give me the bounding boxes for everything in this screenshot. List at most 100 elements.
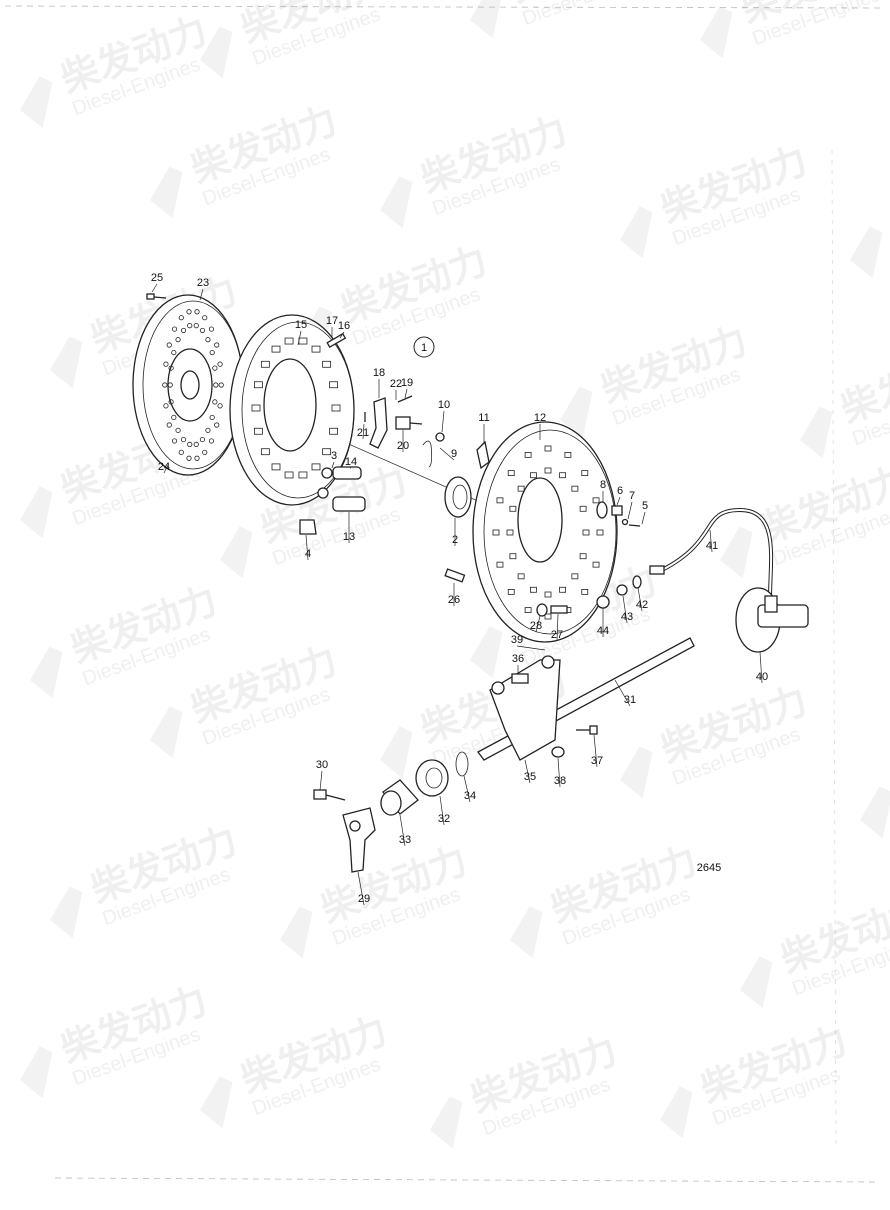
leader-line-3: [331, 461, 335, 469]
part-label-25: 25: [151, 272, 163, 284]
washer-38: [551, 746, 565, 758]
slave-unit-40: [735, 587, 809, 653]
sleeve-33: [380, 779, 419, 816]
part-label-23: 23: [197, 277, 209, 289]
washer-42: [632, 575, 642, 589]
part-label-34: 34: [464, 790, 476, 802]
leader-line-23: [199, 288, 204, 301]
spring-clip-9: [422, 440, 433, 468]
leader-line-43: [622, 595, 628, 624]
leader-line-19: [404, 388, 408, 399]
part-label-30: 30: [316, 759, 328, 771]
leader-line-6: [616, 496, 621, 506]
part-label-18: 18: [373, 367, 385, 379]
part-label-10: 10: [438, 399, 450, 411]
leader-line-5: [641, 511, 646, 525]
part-label-20: 20: [397, 440, 409, 452]
part-label-19: 19: [401, 377, 413, 389]
leader-line-32: [439, 795, 445, 826]
cable-end: [649, 565, 665, 575]
leader-line-24: [163, 464, 169, 474]
part-label-32: 32: [438, 813, 450, 825]
part-label-26: 26: [448, 594, 460, 606]
pin-19: [397, 395, 413, 403]
release-ring: [444, 476, 472, 518]
sheet-border-top: [4, 5, 886, 9]
svg-text:Diesel-Engines: Diesel-Engines: [519, 0, 653, 30]
bolt-30: [313, 789, 327, 800]
part-label-27: 27: [551, 629, 563, 641]
sheet-border-right: [831, 149, 837, 1151]
part-label-7: 7: [629, 490, 635, 502]
assembly-callout-circle: [413, 336, 435, 358]
leader-line-25: [151, 283, 158, 293]
nut-43: [616, 584, 628, 596]
release-lever-18: [369, 397, 388, 449]
part-label-42: 42: [636, 599, 648, 611]
leader-line-15: [297, 330, 302, 346]
cable-41: [661, 507, 774, 599]
bracket-11: [476, 440, 490, 470]
part-label-41: 41: [706, 540, 718, 552]
part-label-22: 22: [390, 378, 402, 390]
watermark-layer: 柴发动力Diesel-Engines柴发动力Diesel-Engines柴发动力…: [20, 0, 890, 1149]
leader-line-4: [305, 534, 309, 561]
part-label-29: 29: [358, 893, 370, 905]
pin-36: [511, 673, 529, 684]
part-label-5: 5: [642, 500, 648, 512]
part-label-39: 39: [511, 634, 523, 646]
part-label-3: 3: [331, 450, 337, 462]
washer-7: [621, 518, 629, 526]
bracket-35: [489, 659, 561, 761]
cover-plate: [472, 421, 618, 643]
leader-line-40: [759, 651, 763, 684]
leader-line-27: [556, 613, 559, 642]
springs: [317, 466, 366, 512]
leader-line-42: [637, 587, 643, 612]
bearing-32: [415, 759, 449, 797]
leader-line-37: [593, 734, 598, 768]
leader-line-7: [627, 501, 633, 520]
svg-text:柴发动力: 柴发动力: [885, 158, 890, 251]
leader-line-29: [357, 871, 365, 906]
part-label-36: 36: [512, 653, 524, 665]
washer-8: [596, 501, 608, 519]
leader-lines: [151, 283, 763, 906]
leader-line-39: [516, 645, 546, 651]
sheet-border-bottom: [54, 1177, 881, 1183]
part-label-13: 13: [343, 531, 355, 543]
part-label-14: 14: [345, 456, 357, 468]
part-label-4: 4: [305, 548, 311, 560]
part-label-21: 21: [357, 427, 369, 439]
washer-28: [536, 603, 548, 617]
part-label-40: 40: [756, 671, 768, 683]
part-label-31: 31: [624, 694, 636, 706]
bolt-25: [146, 293, 167, 300]
pressure-plate: [229, 314, 355, 506]
bolt-27: [550, 605, 568, 614]
pin-26: [444, 568, 466, 583]
part-label-8: 8: [600, 479, 606, 491]
part-label-16: 16: [338, 320, 350, 332]
part-label-15: 15: [295, 319, 307, 331]
leader-line-35: [524, 759, 531, 784]
leader-line-9: [439, 447, 455, 461]
screw-5: [628, 524, 641, 527]
leader-line-28: [535, 615, 541, 633]
